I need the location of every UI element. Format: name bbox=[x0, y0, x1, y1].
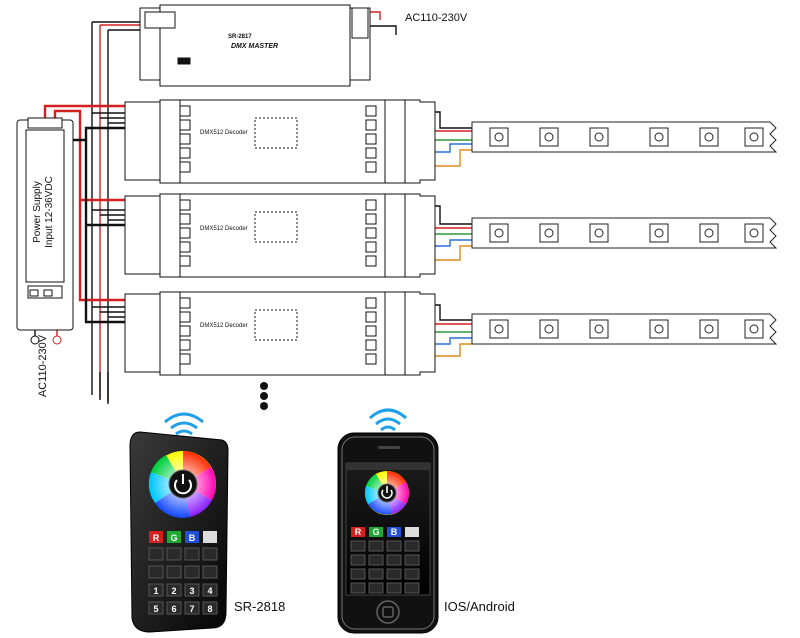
mains-label-left: AC110-230V bbox=[37, 334, 49, 398]
power-supply-line2: Input 12-36VDC bbox=[44, 176, 55, 248]
dmx-master bbox=[139, 4, 371, 87]
remote-key-4: 4 bbox=[207, 586, 212, 596]
phone-key-b: B bbox=[391, 527, 398, 537]
wifi-icon-phone bbox=[369, 408, 407, 432]
remote-key-b: B bbox=[189, 533, 196, 543]
phone-device bbox=[337, 432, 439, 634]
remote-key-3: 3 bbox=[189, 586, 194, 596]
phone-key-g: G bbox=[372, 527, 379, 537]
remote-key-g: G bbox=[170, 533, 177, 543]
decoder-2-label: DMX512 Decoder bbox=[200, 226, 248, 232]
decoder-2 bbox=[124, 193, 436, 278]
led-strip bbox=[471, 121, 778, 153]
decoder-1-label: DMX512 Decoder bbox=[200, 130, 248, 136]
master-model: SR-2817 bbox=[228, 34, 252, 40]
remote-key-8: 8 bbox=[207, 604, 212, 614]
mains-label-top: AC110-230V bbox=[405, 12, 468, 24]
remote-label: SR-2818 bbox=[234, 599, 286, 614]
remote-key-5: 5 bbox=[153, 604, 158, 614]
power-supply-label: Power Supply Input 12-36VDC bbox=[32, 162, 56, 262]
remote-key-7: 7 bbox=[189, 604, 194, 614]
decoder-3-label: DMX512 Decoder bbox=[200, 323, 248, 329]
phone-key-r: R bbox=[355, 527, 362, 537]
remote-device bbox=[129, 431, 229, 633]
power-supply bbox=[16, 117, 74, 345]
wifi-icon-remote bbox=[164, 412, 204, 436]
remote-key-2: 2 bbox=[171, 586, 176, 596]
decoder-1 bbox=[124, 99, 436, 184]
remote-key-r: R bbox=[153, 533, 160, 543]
continuation-dots bbox=[260, 382, 268, 410]
decoder-3 bbox=[124, 291, 436, 376]
power-supply-line1: Power Supply bbox=[32, 181, 43, 243]
phone-label: IOS/Android bbox=[444, 599, 515, 614]
master-name: DMX MASTER bbox=[231, 43, 279, 50]
remote-key-6: 6 bbox=[171, 604, 176, 614]
remote-key-1: 1 bbox=[153, 586, 158, 596]
